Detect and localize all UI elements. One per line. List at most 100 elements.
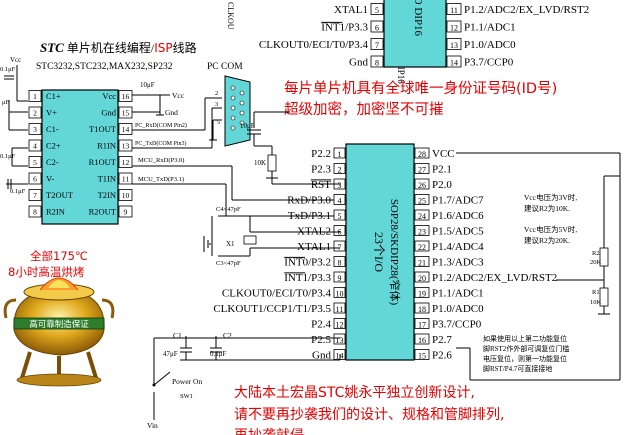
pin-number: 19: [418, 289, 426, 298]
clkout-fragment: CLKOU: [226, 2, 235, 30]
db9-connector: 2 3 5: [209, 75, 251, 147]
crystal-network: C4<47pF C3<47pF X1: [203, 206, 340, 267]
pin-label: CLKOUT0/ECI/T0/P3.4: [222, 287, 332, 299]
net-pc-txd: PC_TxD(COM Pin3): [135, 140, 187, 147]
pin-number: 21: [418, 258, 426, 267]
pin-label: XTAL2: [297, 225, 331, 237]
pin-box: [333, 318, 346, 329]
pin-label: V+: [46, 107, 57, 117]
pin-label: P2.2: [311, 148, 331, 160]
vcc-divider-network: R2 20K R1 10K: [456, 152, 621, 381]
bottom-notice-line3: 再抄袭就侵...: [234, 427, 317, 435]
trophy-banner: [13, 317, 105, 330]
pin-box: [333, 225, 346, 236]
pin-number: 7: [338, 243, 342, 252]
pin-box: [414, 256, 430, 267]
sw1-label: SW1: [180, 393, 193, 400]
note-vcc3-l2: 建议R2为10K.: [524, 203, 570, 213]
pin-box: [28, 205, 42, 218]
isp-title-tail: 线路: [173, 40, 197, 55]
pin-label: V-: [46, 173, 54, 183]
isp-title-mid: 单片机在线编程/: [64, 40, 155, 55]
pin-box: [118, 189, 133, 201]
note-usage-l2: 脚RST2作外部可调复位门槛: [483, 344, 569, 353]
bake-line2: 8小时高温烘烤: [8, 265, 85, 279]
pin-label: P1.0/ADC0: [464, 39, 516, 51]
pin-label: P2.6: [432, 349, 452, 361]
pin-box: [28, 172, 42, 185]
pin-label: TxD/P3.1: [288, 210, 331, 222]
net-mcu-rxd: MCU_RxD(P3.0): [138, 157, 184, 164]
pin-number: 14: [122, 125, 130, 134]
db9-pin-2: 2: [215, 90, 218, 97]
pin-label: CLKOUT1/CCP1/T1/P3.5: [213, 303, 331, 315]
pin-number: 28: [418, 150, 426, 159]
pin-box: [333, 194, 346, 205]
pin-label: P2.7: [432, 334, 452, 346]
pin-box: [414, 194, 430, 205]
pin-number: 12: [336, 320, 344, 329]
pin-label: Gnd: [101, 107, 116, 117]
pin-box: [414, 225, 430, 236]
pin-label: C2+: [46, 140, 61, 150]
pin-label: CLKOUT0/ECI/T0/P3.4: [259, 39, 369, 51]
isp-title-stc: STC: [40, 40, 64, 55]
rs232-subtitle: STC3232,STC232,MAX232,SP232: [36, 62, 173, 72]
isp-title: STC 单片机在线编程/ISP线路: [40, 40, 197, 55]
c4-label: C4<47pF: [216, 206, 241, 213]
pin-label: Gnd: [349, 56, 368, 68]
vcc-right-label: Vcc: [172, 91, 185, 100]
pin-label: VCC: [432, 148, 455, 160]
pin-box: [118, 123, 133, 135]
pin-box: [28, 123, 42, 135]
pin-box: [333, 302, 346, 314]
pin-box: [370, 55, 384, 68]
pin-box: [446, 55, 462, 68]
bottom-notice-line1: 大陆本土宏晶STC姚永平独立创新设计,: [234, 385, 475, 401]
pin-label: P1.7/ADC7: [432, 194, 484, 206]
pin-label: C1-: [46, 124, 59, 134]
pin-label: R2IN: [46, 206, 65, 216]
gnd-right-label: Gnd: [165, 108, 178, 117]
pin-box: [370, 38, 384, 50]
pin-number: 24: [418, 212, 426, 221]
main-chip-line1: 23个I/O: [372, 232, 386, 272]
pin-label: Vcc: [102, 91, 116, 101]
pin-number: 8: [338, 258, 342, 267]
id-notice-line2: 超级加密，加密坚不可摧: [284, 101, 444, 118]
pin-number: 4: [33, 141, 37, 150]
main-chip-line2: SOP28/SKDIP28(窄体): [388, 199, 402, 306]
pin-number: 14: [450, 58, 458, 67]
pin-number: 5: [375, 6, 379, 15]
rs232-left-network: Vcc 0.1μF μF 0.1μF 0.1μF: [0, 56, 28, 195]
pin-number: 2: [338, 165, 342, 174]
main-chip-pin-28: 28 VCC: [414, 147, 455, 160]
pin-box: [446, 20, 462, 33]
pin-label: T2IN: [98, 190, 116, 200]
pin-number: 11: [122, 174, 129, 183]
isp-title-isp: ISP: [154, 41, 172, 55]
pin-label: INT1/P3.3: [321, 21, 368, 33]
vin-label: Vin: [147, 421, 158, 430]
pin-label: P1.0/ADC0: [432, 303, 484, 315]
reset-res-label: 10K: [254, 159, 266, 167]
pin-label: INT0/P3.2: [284, 256, 331, 268]
pin-number: 3: [33, 125, 37, 134]
pin-number: 6: [375, 23, 379, 32]
